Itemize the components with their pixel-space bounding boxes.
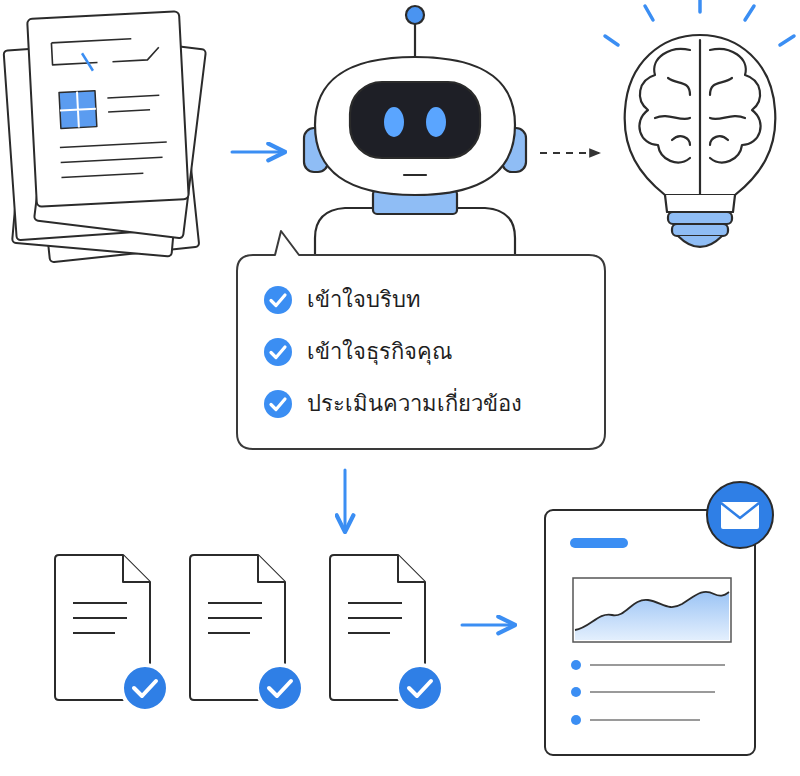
document-stack	[4, 11, 206, 262]
idea-bulb	[605, 0, 794, 247]
check-item: เข้าใจบริบท	[263, 285, 575, 315]
checked-documents	[55, 555, 443, 711]
flow-arrow	[344, 470, 347, 530]
flow-arrow	[232, 151, 283, 154]
speech-bubble: เข้าใจบริบทเข้าใจธุรกิจคุณประเมินความเกี…	[237, 255, 605, 449]
check-item: ประเมินความเกี่ยวข้อง	[263, 389, 575, 419]
check-text: ประเมินความเกี่ยวข้อง	[307, 390, 522, 419]
check-text: เข้าใจธุรกิจคุณ	[307, 338, 452, 367]
robot	[304, 6, 526, 272]
check-item: เข้าใจธุรกิจคุณ	[263, 337, 575, 367]
check-icon	[263, 389, 293, 419]
check-icon	[263, 285, 293, 315]
flow-arrow	[462, 624, 513, 627]
check-text: เข้าใจบริบท	[307, 286, 421, 315]
report-page	[545, 482, 773, 755]
dashed-arrow	[540, 152, 600, 154]
check-icon	[263, 337, 293, 367]
